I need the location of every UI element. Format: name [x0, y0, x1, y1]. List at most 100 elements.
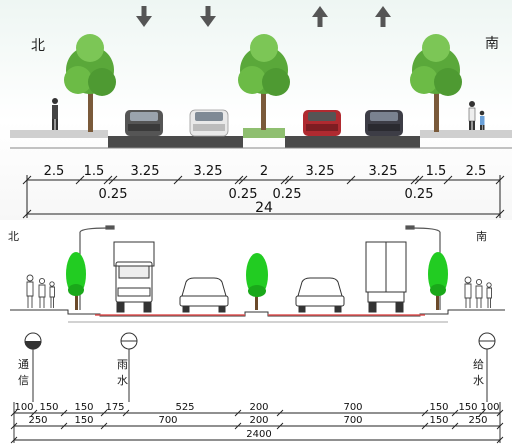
dimension-tick [284, 175, 294, 185]
bottom-dim-r2-6: 250 [468, 415, 487, 426]
car-1-icon [125, 110, 163, 136]
dimension-tick [108, 175, 118, 185]
bottom-dim-r1-0: 100 [14, 402, 33, 413]
pedestrians-right-icon [468, 101, 485, 130]
car-bottom-left-icon [179, 277, 229, 313]
traffic-arrow-down-1-icon [136, 6, 152, 27]
top-south-label: 南 [485, 36, 499, 52]
top-dim-lower-labels: 0.25 0.25 0.25 0.25 [99, 187, 434, 202]
bottom-dim-r2-0: 250 [28, 415, 47, 426]
top-dim-label-6: 3.25 [369, 164, 398, 179]
sidewalk-left [10, 130, 108, 138]
dimension-tick [276, 422, 284, 430]
top-dim-label-4: 2 [260, 164, 268, 179]
traffic-arrow-down-2-icon [200, 6, 216, 27]
bottom-dim-row2-labels: 250 150 700 200 700 150 250 [28, 415, 487, 426]
ground-profile-line [10, 309, 505, 317]
top-section-rendering: 北 南 [10, 6, 512, 149]
pedestrians-bottom-right-icon [464, 276, 492, 308]
dimension-tick [478, 409, 486, 417]
bottom-north-label: 北 [8, 230, 19, 243]
dimension-tick [234, 422, 242, 430]
utility-water-marker-icon [478, 332, 496, 402]
tree-bottom-median-icon [246, 253, 268, 310]
dimension-tick [496, 422, 504, 430]
dimension-tick [443, 175, 453, 185]
bottom-total-width-label: 2400 [246, 429, 271, 440]
dimension-tick [10, 436, 18, 444]
dimension-tick [122, 409, 130, 417]
top-dim-label-7: 1.5 [426, 164, 447, 179]
bottom-south-label: 南 [476, 230, 487, 243]
dimension-tick [421, 422, 429, 430]
top-dim-lower-label-1: 0.25 [229, 187, 258, 202]
tree-bottom-right-icon [428, 252, 448, 310]
bottom-dim-r2-3: 200 [249, 415, 268, 426]
dimension-tick [173, 175, 183, 185]
dimension-tick [451, 422, 459, 430]
bottom-dim-r2-4: 700 [343, 415, 362, 426]
dimension-tick [234, 175, 244, 185]
tree-right-icon [410, 34, 462, 132]
bottom-dim-r1-7: 150 [429, 402, 448, 413]
top-north-label: 北 [31, 38, 45, 54]
top-dim-label-0: 2.5 [44, 164, 65, 179]
tree-median-icon [238, 34, 290, 130]
dimension-tick [495, 209, 505, 219]
tree-left-icon [64, 34, 116, 132]
car-4-icon [365, 110, 403, 136]
dimension-tick [346, 175, 356, 185]
top-dim-lower-label-3: 0.25 [405, 187, 434, 202]
bottom-section-schematic: 北 南 [8, 225, 505, 402]
top-dim-label-2: 3.25 [131, 164, 160, 179]
median-planter [243, 128, 285, 138]
top-dim-label-3: 3.25 [194, 164, 223, 179]
top-dimensions [22, 175, 505, 219]
traffic-arrow-up-2-icon [375, 6, 391, 27]
top-dim-upper-labels: 2.5 1.5 3.25 3.25 2 3.25 3.25 1.5 2.5 [44, 164, 487, 179]
dimension-tick [30, 409, 38, 417]
utility-telecom-marker-icon [24, 332, 42, 402]
dimension-tick [421, 409, 429, 417]
utility-storm-label-1: 雨 [117, 358, 128, 371]
dimension-tick [60, 422, 68, 430]
traffic-arrow-up-1-icon [312, 6, 328, 27]
bottom-dim-r1-5: 200 [249, 402, 268, 413]
car-2-icon [189, 109, 229, 137]
bottom-dim-r1-1: 150 [39, 402, 58, 413]
tree-bottom-left-icon [66, 252, 86, 310]
dimension-tick [100, 422, 108, 430]
dimension-tick [496, 436, 504, 444]
dimension-tick [234, 409, 242, 417]
dimension-tick [276, 409, 284, 417]
dimension-tick [22, 209, 32, 219]
top-dim-lower-label-0: 0.25 [99, 187, 128, 202]
dimension-tick [414, 175, 424, 185]
dimension-tick [410, 175, 420, 185]
dimension-tick [495, 175, 505, 185]
dimension-tick [10, 409, 18, 417]
car-bottom-right-icon [295, 277, 345, 313]
bottom-dim-r1-9: 100 [480, 402, 499, 413]
car-3-icon [303, 110, 341, 136]
bottom-dim-r1-6: 700 [343, 402, 362, 413]
truck-left-icon [113, 241, 155, 313]
bottom-dim-r1-3: 175 [105, 402, 124, 413]
road-surface-right [285, 136, 420, 148]
top-dim-label-5: 3.25 [306, 164, 335, 179]
top-dim-label-8: 2.5 [466, 164, 487, 179]
dimension-tick [75, 175, 85, 185]
dimension-tick [22, 175, 32, 185]
utility-water-label-1: 给 [473, 358, 484, 371]
utility-storm-label-2: 水 [117, 374, 128, 387]
utility-telecom-label-1: 通 [18, 358, 29, 371]
sidewalk-right [420, 130, 512, 138]
bottom-dim-r2-5: 150 [429, 415, 448, 426]
bottom-dim-r1-8: 150 [458, 402, 477, 413]
top-dim-label-1: 1.5 [84, 164, 105, 179]
dimension-tick [10, 422, 18, 430]
bottom-dim-row1-labels: 100 150 150 175 525 200 700 150 150 100 [14, 402, 499, 413]
dimension-tick [60, 409, 68, 417]
road-surface-left [108, 136, 243, 148]
